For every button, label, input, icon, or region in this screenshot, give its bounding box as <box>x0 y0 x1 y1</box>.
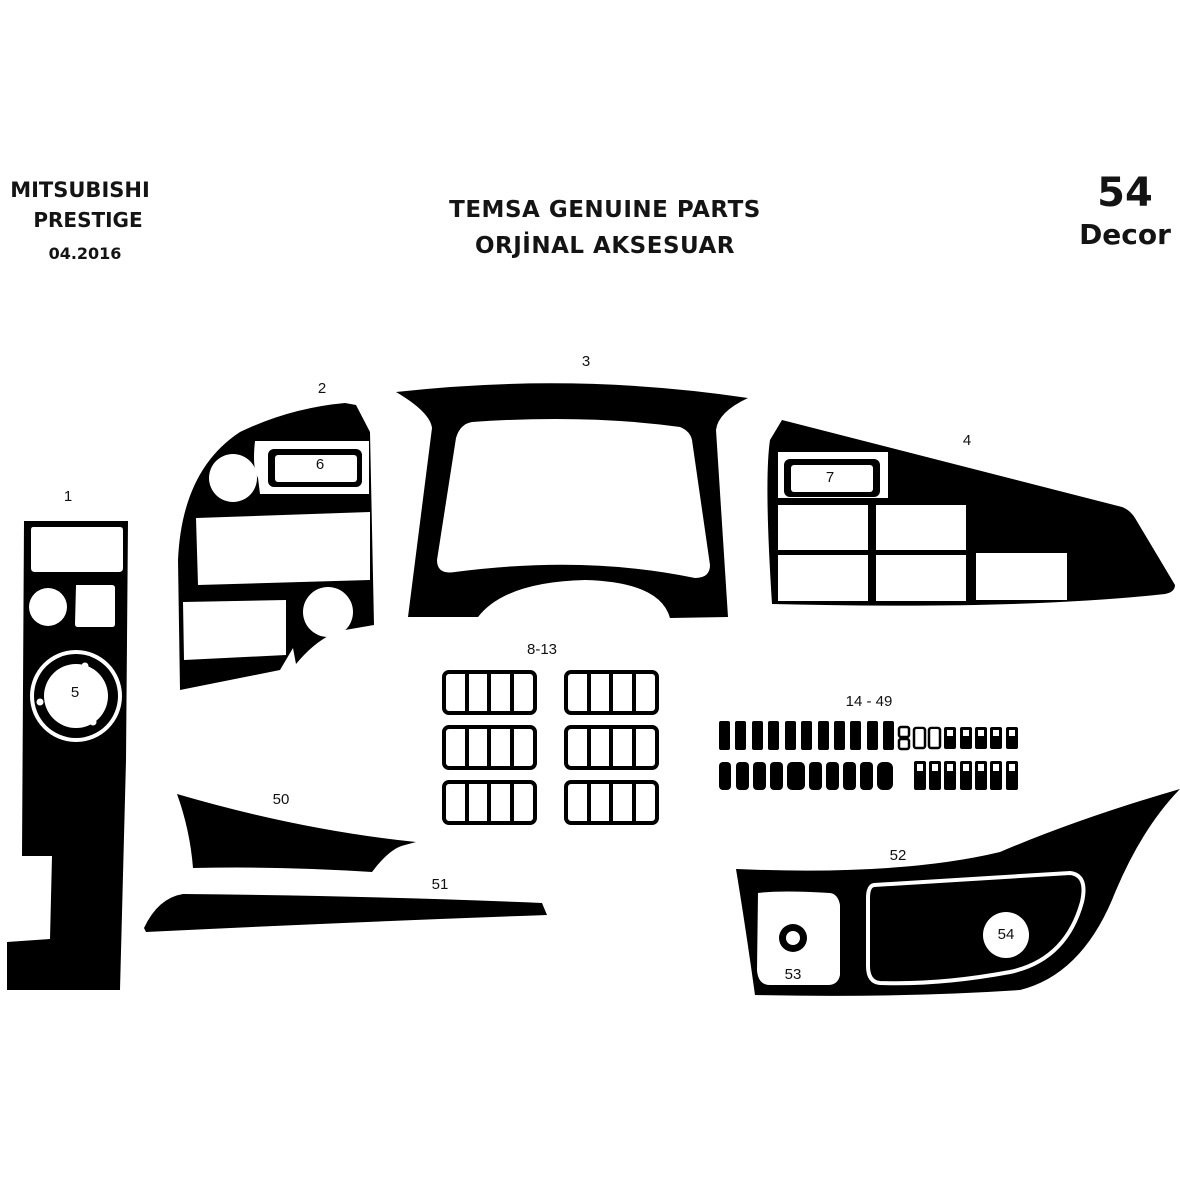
part-2-left-panel <box>178 403 374 690</box>
part-50-wedge-trim <box>177 794 416 872</box>
label-part-53: 53 <box>784 966 802 983</box>
label-part-51: 51 <box>431 876 449 893</box>
model-name: PRESTIGE <box>33 208 143 232</box>
label-part-1: 1 <box>63 488 73 505</box>
label-part-6: 6 <box>315 456 325 473</box>
label-part-54: 54 <box>997 926 1015 943</box>
label-part-3: 3 <box>581 353 591 370</box>
label-part-2: 2 <box>317 380 327 397</box>
label-part-7: 7 <box>825 469 835 486</box>
part-51-strip-trim <box>144 894 547 932</box>
brand-name: MITSUBISHI <box>10 178 150 202</box>
release-date: 04.2016 <box>48 244 122 263</box>
label-parts-14-49: 14 - 49 <box>845 693 893 710</box>
part-52-handle-panel <box>736 789 1180 996</box>
label-part-5: 5 <box>70 684 80 701</box>
piece-label: Decor <box>1079 218 1171 251</box>
title-line-2: ORJİNAL AKSESUAR <box>474 233 736 259</box>
part-4-right-panel <box>767 420 1175 606</box>
label-part-50: 50 <box>272 791 290 808</box>
label-parts-8-13: 8-13 <box>526 641 558 658</box>
part-3-cluster-frame <box>396 383 748 618</box>
piece-count: 54 <box>1097 170 1153 216</box>
title-line-1: TEMSA GENUINE PARTS <box>449 197 761 223</box>
parts-8-13-switch-frames <box>442 670 659 825</box>
part-1-console-panel <box>7 521 128 990</box>
label-part-52: 52 <box>889 847 907 864</box>
label-part-4: 4 <box>962 432 972 449</box>
parts-14-49-switch-covers <box>719 721 1018 790</box>
